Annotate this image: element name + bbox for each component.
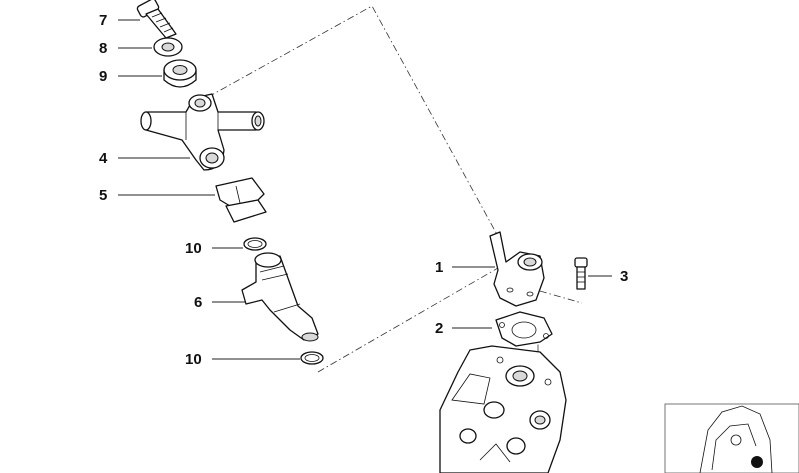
callout-5: 5 (99, 187, 107, 204)
clip-part (215, 177, 267, 223)
callout-4: 4 (99, 150, 108, 167)
bolt-part (574, 257, 588, 290)
callout-6: 6 (194, 294, 202, 311)
gasket-part (495, 311, 553, 347)
callout-9: 9 (99, 68, 107, 85)
cylinder-head-part (439, 345, 567, 473)
callout-3: 3 (620, 268, 628, 285)
inset-thumbnail (664, 403, 799, 473)
callout-10-lower: 10 (185, 351, 202, 368)
injector-part (241, 252, 319, 342)
o-ring-lower-part (300, 351, 324, 365)
callout-10-upper: 10 (185, 240, 202, 257)
rail-fitting-part (140, 93, 265, 171)
bushing-part (163, 59, 197, 88)
callout-7: 7 (99, 12, 107, 29)
callout-1: 1 (435, 259, 443, 276)
housing-part (489, 231, 545, 307)
callout-2: 2 (435, 320, 443, 337)
screw-part (136, 0, 177, 39)
washer-part (153, 37, 183, 57)
callout-8: 8 (99, 40, 107, 57)
leader-lines (118, 19, 612, 360)
o-ring-upper-part (243, 237, 267, 251)
callout-numbers: 7 8 9 4 5 10 6 10 1 2 3 (99, 12, 628, 368)
